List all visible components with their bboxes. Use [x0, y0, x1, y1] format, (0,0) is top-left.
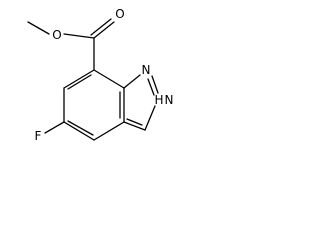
pyrazole-double-bond-n1-n2-b [147, 78, 155, 96]
pyrazole-double-bond-c3-c3a [126, 118, 143, 126]
pyrazole-bond-c3-c3a [123, 121, 146, 131]
pyrazole-bond-c7a-n1 [123, 74, 141, 89]
ring-bond-c4-c3a [93, 121, 125, 141]
ester-oxygen-carbonyl-carbon-bond [63, 33, 95, 39]
carbon-fluorine-bond [44, 121, 65, 134]
ring-bond-c7a-c7 [93, 69, 125, 89]
chemical-structure-diagram: O O N N H F [27, 7, 174, 143]
ring-bond-c7-c6 [63, 69, 95, 89]
fluorine-label: F [35, 129, 42, 143]
carbonyl-oxygen-label: O [115, 7, 124, 21]
pyrazole-bond-n2-c3 [144, 105, 156, 131]
ring-double-bond-c7-c6 [67, 74, 92, 90]
pyrazole-double-bond-n1-n2-a [151, 75, 159, 94]
ring-double-bond-c5-c4 [67, 120, 94, 136]
pyrazole-nh-hydrogen-label: H [154, 93, 163, 107]
methyl-ester-oxygen-bond [27, 21, 50, 35]
pyrazole-nh-nitrogen-label: N [165, 93, 174, 107]
carbonyl-double-bond-line-2 [90, 18, 112, 36]
ring-bond-c5-c4 [63, 121, 95, 141]
carbonyl-double-bond-line-1 [93, 21, 115, 39]
pyrazole-nitrogen-label: N [142, 63, 151, 77]
ester-oxygen-label: O [52, 28, 61, 42]
